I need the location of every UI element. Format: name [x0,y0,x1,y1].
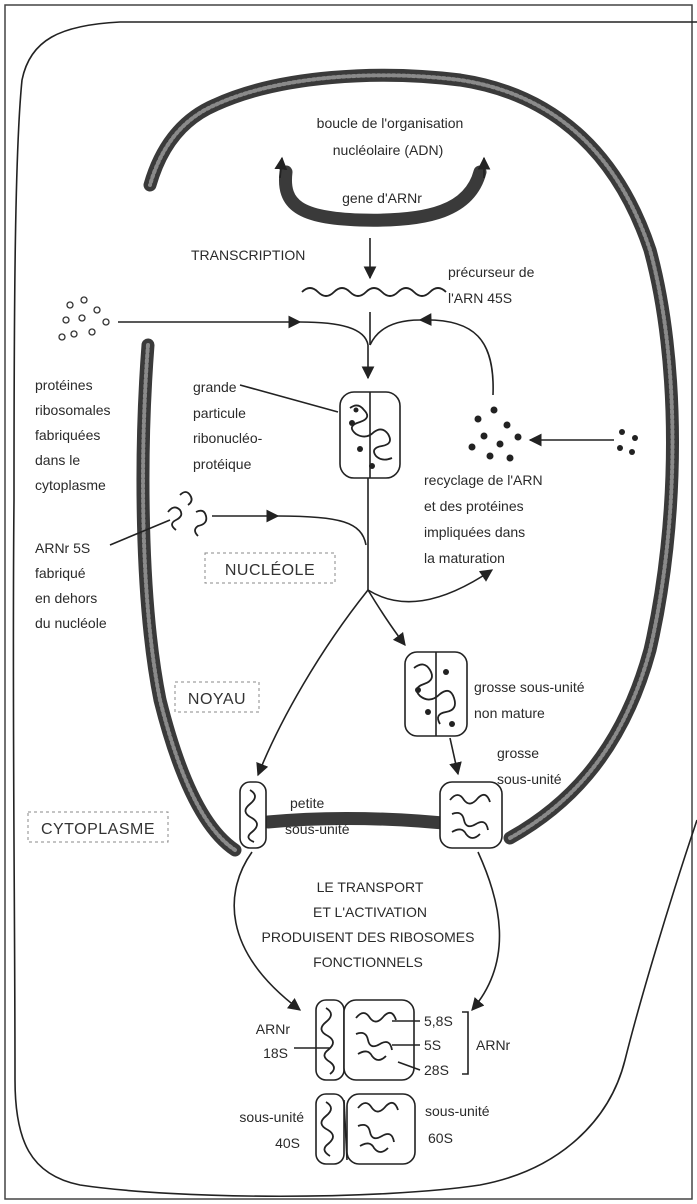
small-branch-arrow [258,590,368,775]
recycle-branch-arrow [368,570,492,602]
recycling-label-3: impliquées dans [424,524,525,540]
cytoplasme-label: CYTOPLASME [41,821,155,838]
cytoplasmic-proteins-small-icon [617,429,638,455]
functional-ribosome [316,1000,414,1080]
sub40-label-1: sous-unité [239,1109,304,1125]
gene-label: gene d'ARNr [342,190,422,206]
sub60-label-2: 60S [428,1130,453,1146]
transport-label-3: PRODUISENT DES RIBOSOMES [262,929,475,945]
large-particle-pointer [240,385,338,412]
arnr-right-label: ARNr [476,1037,511,1053]
large-export-arrow [472,852,499,1010]
separated-subunits [316,1094,415,1164]
large-particle-label-1: grande [193,379,237,395]
proteins-label-5: cytoplasme [35,477,106,493]
immature-label-2: non mature [474,705,545,721]
small-subunit-label-1: petite [290,795,324,811]
arnr-18s-label-1: ARNr [256,1021,291,1037]
transcription-label: TRANSCRIPTION [191,247,305,263]
precursor-label-2: l'ARN 45S [448,290,512,306]
immature-large-subunit [405,652,467,736]
proteins-label-1: protéines [35,377,93,393]
large-particle-label-2: particule [193,405,246,421]
loop-label-2: nucléolaire (ADN) [333,142,443,158]
small-subunit [240,782,266,848]
arn5s-label-1: ARNr 5S [35,540,90,556]
cytoplasmic-proteins-icon [59,297,109,340]
proteins-label-4: dans le [35,452,80,468]
nucleole-label: NUCLÉOLE [225,560,315,579]
recycle-top-link [370,320,420,345]
merge-lines [300,312,370,345]
arnr-bracket [462,1012,468,1074]
recycled-proteins-icon [469,407,522,462]
rrna-58s-label: 5,8S [424,1013,453,1029]
recycling-label-4: la maturation [424,550,505,566]
transport-label-1: LE TRANSPORT [317,879,424,895]
recycling-label-2: et des protéines [424,498,524,514]
arn5s-label-3: en dehors [35,590,97,606]
large-subunit-label-2: sous-unité [497,771,562,787]
sub40-label-2: 40S [275,1135,300,1151]
transport-label-4: FONCTIONNELS [313,954,423,970]
rrna-5s-merge [278,516,366,545]
maturation-arrow [450,738,458,774]
arnr-18s-label-2: 18S [263,1045,288,1061]
immature-label-1: grosse sous-unité [474,679,585,695]
large-particle-label-4: protéique [193,456,252,472]
recycling-label-1: recyclage de l'ARN [424,472,543,488]
large-subunit-label-1: grosse [497,745,539,761]
transport-label-2: ET L'ACTIVATION [313,904,427,920]
sub60-label-1: sous-unité [425,1103,490,1119]
arn5s-label-2: fabriqué [35,565,86,581]
rrna-28s-label: 28S [424,1062,449,1078]
precursor-rna-icon [302,288,446,296]
loop-label-1: boucle de l'organisation [317,115,464,131]
precursor-label-1: précurseur de [448,264,535,280]
small-subunit-label-2: sous-unité [285,821,350,837]
large-subunit [440,782,502,848]
proteins-label-3: fabriquées [35,427,100,443]
rrna-5s-icon [168,492,206,536]
recycle-return-arrow [420,320,493,395]
large-rnp-particle [340,392,400,478]
noyau-label: NOYAU [188,691,246,708]
rrna-5s-label: 5S [424,1037,441,1053]
large-particle-label-3: ribonucléo- [193,430,263,446]
arn5s-label-4: du nucléole [35,615,107,631]
proteins-label-2: ribosomales [35,402,110,418]
